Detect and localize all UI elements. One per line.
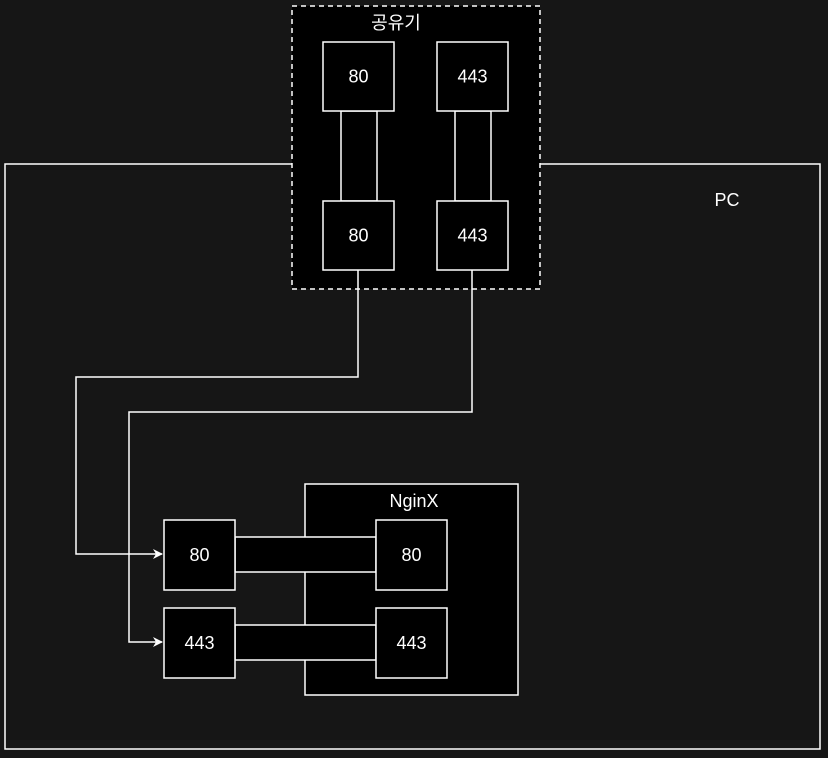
router-internal-port-80-box — [322, 200, 395, 271]
pc-port-443-box — [163, 607, 236, 679]
nginx-port-80-label: 80 — [401, 545, 421, 565]
pc-label: PC — [714, 190, 739, 210]
router-external-port-80-box — [322, 41, 395, 112]
nginx-port-443-box — [375, 607, 448, 679]
nginx-port-80-box — [375, 519, 448, 591]
connector-router443-to-pc443 — [128, 270, 473, 647]
router-tunnel-80 — [340, 110, 378, 202]
connector-router80-to-pc80 — [75, 270, 359, 559]
router-label: 공유기 — [371, 13, 421, 33]
pc-nginx-tunnel-80 — [234, 536, 377, 573]
nginx-label: NginX — [389, 491, 438, 511]
router-internal-port-443-box — [436, 200, 509, 271]
nginx-port-443-label: 443 — [396, 633, 426, 653]
router-tunnel-443 — [454, 110, 492, 202]
router-external-port-443-box — [436, 41, 509, 112]
router-internal-port-443-label: 443 — [457, 226, 487, 246]
router-external-port-443-label: 443 — [457, 67, 487, 87]
router-internal-port-80-label: 80 — [348, 226, 368, 246]
pc-port-443-label: 443 — [184, 633, 214, 653]
pc-port-80-box — [163, 519, 236, 591]
pc-nginx-tunnel-443 — [234, 624, 377, 661]
router-external-port-80-label: 80 — [348, 67, 368, 87]
pc-port-80-label: 80 — [189, 545, 209, 565]
